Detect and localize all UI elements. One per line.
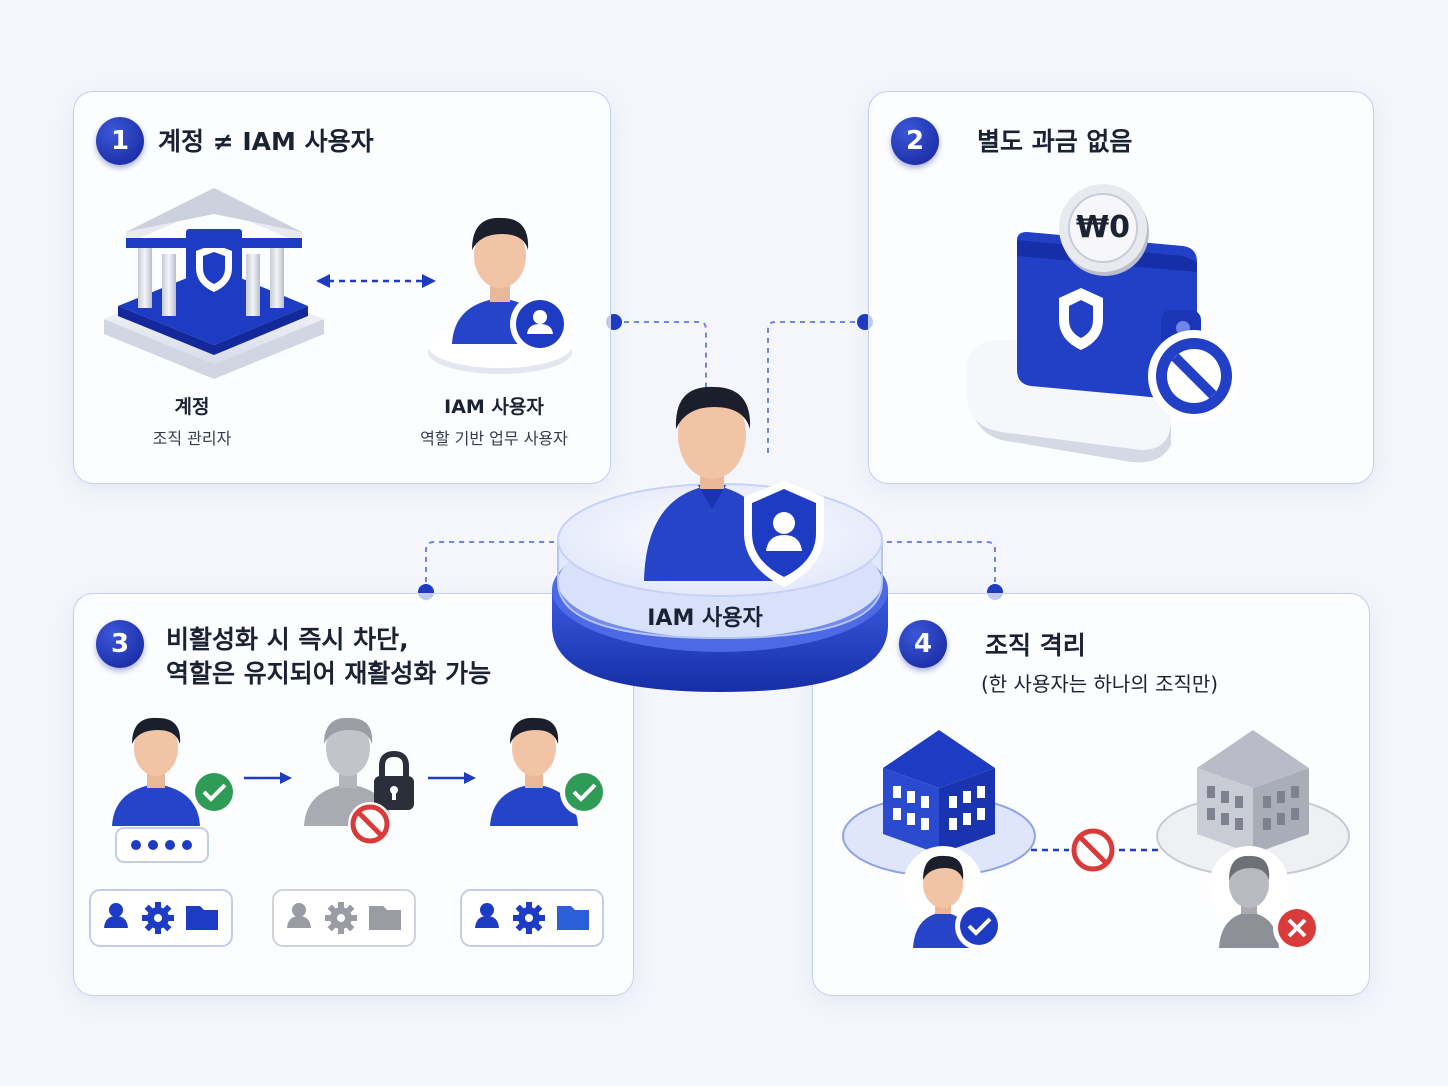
arrow-right-icon: [428, 772, 476, 784]
panel-title: 계정 ≠ IAM 사용자: [158, 127, 374, 156]
active-user-icon: [112, 717, 238, 863]
iam-user-label: IAM 사용자: [444, 396, 544, 418]
panel-title: 별도 과금 없음: [977, 127, 1133, 156]
bank-building-icon: [104, 188, 324, 379]
wallet-icon: [967, 232, 1240, 463]
panel-title: 조직 격리: [985, 631, 1086, 660]
step-badge: 4: [899, 620, 947, 668]
panel-title-line1: 비활성화 시 즉시 차단,: [166, 625, 409, 654]
step-badge: 2: [891, 117, 939, 165]
deactivated-user-icon: [304, 717, 414, 846]
arrow-right-icon: [244, 772, 292, 784]
double-arrow: [316, 274, 436, 288]
step-badge: 3: [96, 620, 144, 668]
panel-org-isolation: 4 조직 격리 (한 사용자는 하나의 조직만): [812, 593, 1370, 996]
center-user-shield-icon: [644, 386, 824, 587]
isolation-deny-icon: [1031, 826, 1161, 874]
iam-user-sublabel: 역할 기반 업무 사용자: [420, 429, 568, 448]
center-hub-label: IAM 사용자: [647, 606, 763, 631]
org-building-blue-icon: [842, 730, 1036, 950]
panel-account-vs-iam: 1 계정 ≠ IAM 사용자: [73, 91, 611, 484]
role-box-restored: [460, 889, 604, 947]
coin-value: ₩0: [1076, 210, 1130, 245]
panel-deactivation: 3 비활성화 시 즉시 차단, 역할은 유지되어 재활성화 가능: [73, 593, 634, 996]
panel-subtitle: (한 사용자는 하나의 조직만): [981, 672, 1219, 696]
reactivated-user-icon: [490, 717, 608, 826]
iam-user-person-icon: [428, 217, 572, 374]
panel-title-line2: 역할은 유지되어 재활성화 가능: [166, 659, 492, 688]
account-label: 계정: [174, 396, 210, 418]
panel-no-billing: 2 별도 과금 없음 ₩0: [868, 91, 1374, 484]
coin-icon: [1059, 184, 1149, 276]
role-box-retained: [272, 889, 416, 947]
role-box-active: [89, 889, 233, 947]
step-badge: 1: [96, 117, 144, 165]
org-building-gray-icon: [1156, 730, 1350, 952]
account-sublabel: 조직 관리자: [152, 429, 232, 448]
